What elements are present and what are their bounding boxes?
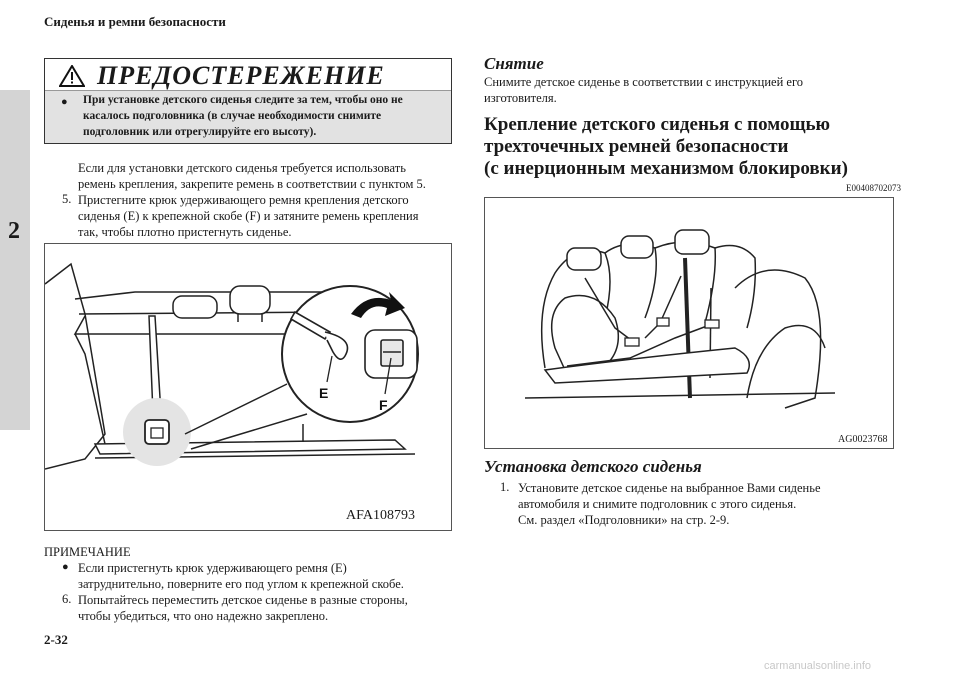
text-line: Попытайтесь переместить детское сиденье … [78,593,408,607]
text-line: ремень крепления, закрепите ремень в соо… [78,177,426,191]
removal-text: Снимите детское сиденье в соответствии с… [484,74,894,106]
text-line: изготовителя. [484,91,557,105]
step-1-text: Установите детское сиденье на выбранное … [518,480,898,528]
warning-box: ПРЕДОСТЕРЕЖЕНИЕ ● При установке детского… [44,58,452,144]
removal-heading: Снятие [484,54,544,73]
warning-bullet: ● [61,96,68,108]
text-line: чтобы убедиться, что оно надежно закрепл… [78,609,329,623]
section-code: E00408702073 [846,183,901,193]
figure-label-ag0023768: AG0023768 [838,434,888,445]
page-number: 2-32 [44,632,68,647]
text-line: Пристегните крюк удерживающего ремня кре… [78,193,409,207]
note-bullet: ● [62,561,69,573]
heading-line: трехточечных ремней безопасности [484,136,789,157]
section-heading: Крепление детского сиденья с помощью тре… [484,114,904,180]
text-line: автомобиля и снимите подголовник с этого… [518,497,797,511]
text-line: Если пристегнуть крюк удерживающего ремн… [78,561,347,575]
child-seat-tether-illustration: E F [44,243,452,531]
warning-line: При установке детского сиденья следите з… [83,94,403,106]
child-seat-3point-belt-illustration [484,197,894,449]
step-6-text: Попытайтесь переместить детское сиденье … [78,592,458,624]
heading-line: (с инерционным механизмом блокировки) [484,158,848,179]
section-title: Сиденья и ремни безопасности [44,14,226,29]
text-line: сиденья (E) к крепежной скобе (F) и затя… [78,209,419,223]
step-6-number: 6. [62,592,72,606]
warning-line: подголовник или отрегулируйте его высоту… [83,126,317,138]
install-heading: Установка детского сиденья [484,457,702,476]
callout-f: F [379,397,388,413]
step-5-text: Пристегните крюк удерживающего ремня кре… [78,192,458,240]
chapter-tab [0,90,30,430]
callout-e: E [319,385,328,401]
text-line: затруднительно, поверните его под углом … [78,577,404,591]
chapter-number: 2 [8,218,20,244]
step-5-number: 5. [62,192,72,206]
warning-line: касалось подголовника (в случае необходи… [83,110,382,122]
warning-header: ПРЕДОСТЕРЕЖЕНИЕ [45,59,451,91]
text-line: Если для установки детского сиденья треб… [78,161,406,175]
warning-triangle-icon [59,65,85,87]
step-1-number: 1. [500,480,510,494]
watermark: carmanualsonline.info [764,660,872,672]
belt-diagram [524,229,836,409]
text-line: См. раздел «Подголовники» на стр. 2-9. [518,513,730,527]
figure-label-afa108793: AFA108793 [346,508,415,523]
text-line: Снимите детское сиденье в соответствии с… [484,75,804,89]
note-text: Если пристегнуть крюк удерживающего ремн… [78,560,458,592]
warning-title: ПРЕДОСТЕРЕЖЕНИЕ [97,61,385,90]
heading-line: Крепление детского сиденья с помощью [484,114,831,135]
tether-diagram: E F [45,262,419,470]
text-line: Установите детское сиденье на выбранное … [518,481,821,495]
note-title: ПРИМЕЧАНИЕ [44,545,131,559]
text-line: так, чтобы плотно пристегнуть сиденье. [78,225,292,239]
warning-text: При установке детского сиденья следите з… [83,92,443,140]
intro-paragraph: Если для установки детского сиденья треб… [78,160,458,192]
